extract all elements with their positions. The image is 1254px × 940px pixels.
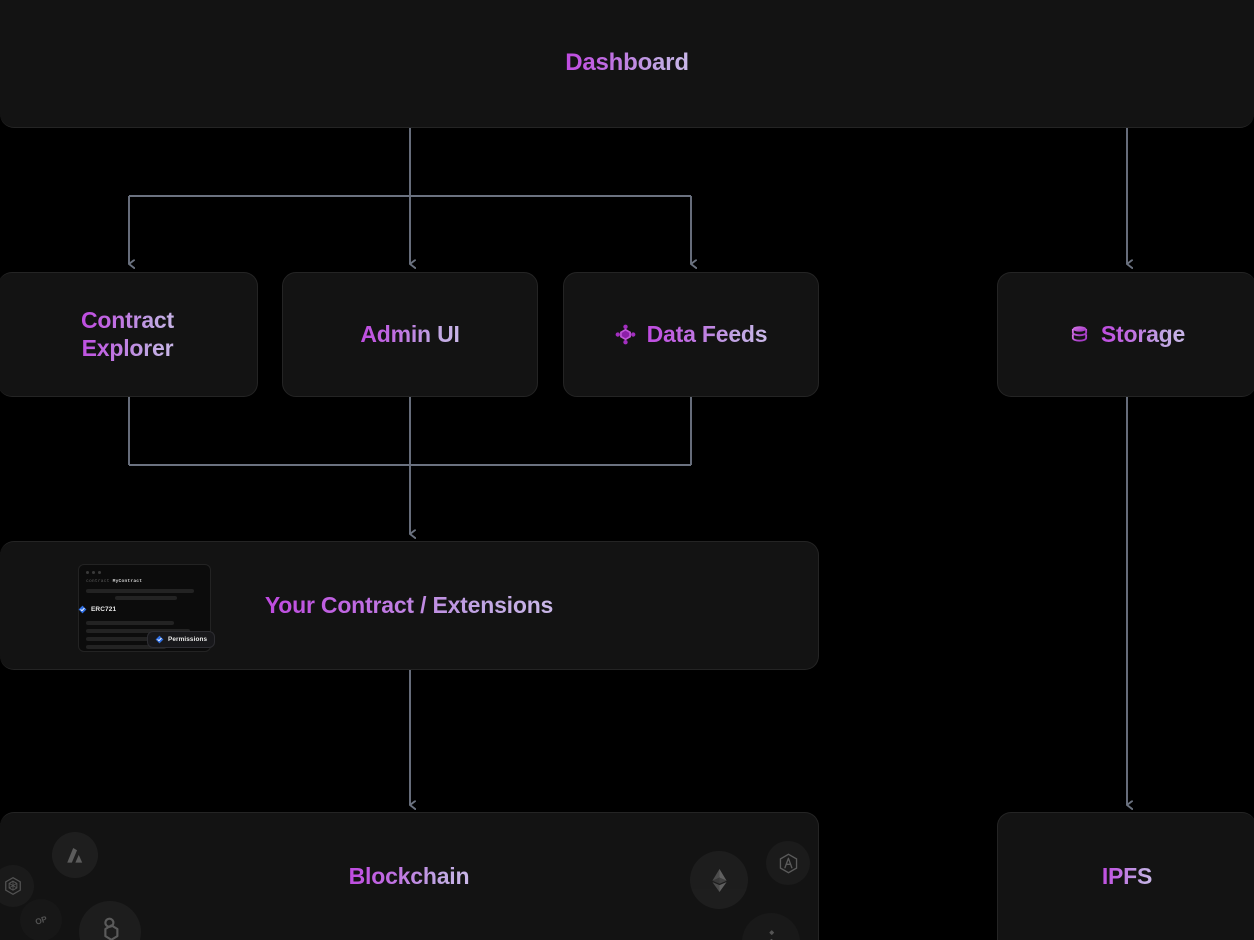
verified-diamond-icon bbox=[155, 635, 164, 644]
badge-permissions-label: Permissions bbox=[168, 636, 208, 643]
polygon-icon bbox=[79, 901, 141, 940]
code-placeholder-bar bbox=[86, 629, 190, 633]
node-ipfs[interactable]: IPFS bbox=[997, 812, 1254, 940]
node-admin-ui-label: Admin UI bbox=[360, 320, 460, 347]
window-dots-icon bbox=[86, 571, 101, 574]
badge-permissions: Permissions bbox=[147, 631, 216, 648]
code-contract-name: MyContract bbox=[112, 579, 143, 584]
verified-diamond-icon bbox=[78, 605, 87, 614]
binance-icon bbox=[742, 913, 800, 940]
code-placeholder-bar bbox=[86, 621, 174, 625]
node-ipfs-label: IPFS bbox=[1101, 862, 1153, 889]
code-placeholder-bar bbox=[86, 589, 194, 593]
optimism-icon: OP bbox=[20, 899, 62, 940]
code-declaration-line: contract MyContract bbox=[86, 579, 142, 584]
arbitrum-icon bbox=[766, 841, 810, 885]
svg-text:OP: OP bbox=[34, 914, 49, 926]
node-blockchain[interactable]: OP bbox=[0, 812, 819, 940]
badge-erc721: ERC721 bbox=[78, 605, 116, 614]
badge-erc721-label: ERC721 bbox=[91, 606, 117, 613]
node-storage-label: Storage bbox=[1100, 320, 1186, 347]
node-data-feeds-label: Data Feeds bbox=[646, 320, 768, 347]
node-dashboard[interactable]: Dashboard bbox=[0, 0, 1254, 128]
node-admin-ui[interactable]: Admin UI bbox=[282, 272, 538, 397]
node-dashboard-label: Dashboard bbox=[565, 49, 689, 77]
database-stack-icon bbox=[1069, 324, 1090, 345]
code-placeholder-bar bbox=[115, 596, 177, 600]
avalanche-icon bbox=[52, 832, 98, 878]
node-your-contract[interactable]: contract MyContract ERC721 bbox=[0, 541, 819, 670]
node-blockchain-label: Blockchain bbox=[348, 862, 470, 889]
node-your-contract-label: Your Contract / Extensions bbox=[264, 591, 554, 618]
ethereum-icon bbox=[690, 851, 748, 909]
contract-code-card: contract MyContract ERC721 bbox=[78, 564, 216, 652]
code-placeholder-bar bbox=[86, 637, 182, 641]
node-contract-explorer-label: Contract Explorer bbox=[81, 307, 174, 361]
code-keyword: contract bbox=[86, 579, 110, 584]
cronos-icon bbox=[0, 865, 34, 907]
code-placeholder-bar bbox=[86, 645, 166, 649]
chainlink-hexagon-icon bbox=[615, 324, 636, 345]
node-contract-explorer[interactable]: Contract Explorer bbox=[0, 272, 258, 397]
node-storage[interactable]: Storage bbox=[997, 272, 1254, 397]
node-data-feeds[interactable]: Data Feeds bbox=[563, 272, 819, 397]
